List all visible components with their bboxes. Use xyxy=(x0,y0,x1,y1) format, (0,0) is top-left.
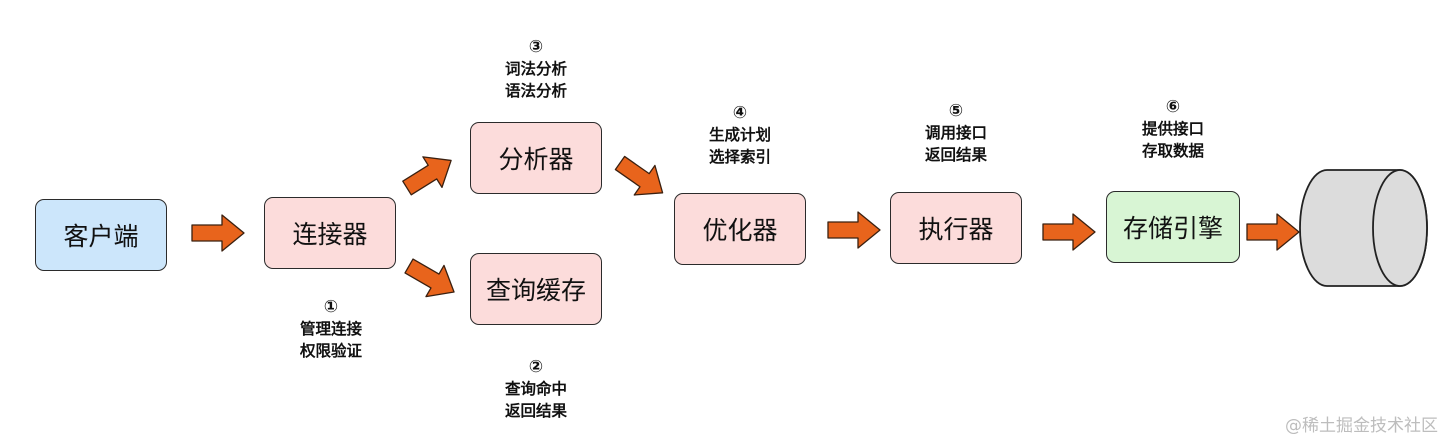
optimizer-note: ④ 生成计划 选择索引 xyxy=(690,102,790,168)
note-line: 存取数据 xyxy=(1141,142,1204,160)
analyzer-note: ③ 词法分析 语法分析 xyxy=(486,36,586,102)
note-line: 管理连接 xyxy=(299,320,362,338)
arrow-connector-to-cache xyxy=(399,249,464,309)
note-line: 生成计划 xyxy=(708,126,771,144)
arrow-storage-to-database xyxy=(1246,213,1300,251)
note-line: 返回结果 xyxy=(504,402,567,420)
client-label: 客户端 xyxy=(63,222,139,251)
executor-note: ⑤ 调用接口 返回结果 xyxy=(906,100,1006,166)
step-number-2: ② xyxy=(528,357,544,377)
step-number-5: ⑤ xyxy=(948,101,964,121)
note-line: 调用接口 xyxy=(924,124,987,142)
database-icon xyxy=(1299,169,1428,287)
note-line: 提供接口 xyxy=(1141,120,1204,138)
query-cache-label: 查询缓存 xyxy=(485,276,586,305)
optimizer-node: 优化器 xyxy=(674,193,806,265)
query-cache-node: 查询缓存 xyxy=(470,253,602,325)
optimizer-label: 优化器 xyxy=(702,216,778,245)
step-number-1: ① xyxy=(323,297,339,317)
step-number-6: ⑥ xyxy=(1165,97,1181,117)
watermark: @稀土掘金技术社区 xyxy=(1285,416,1438,436)
arrow-analyzer-to-optimizer xyxy=(609,147,674,209)
executor-node: 执行器 xyxy=(890,192,1022,264)
connector-label: 连接器 xyxy=(292,220,368,249)
arrow-connector-to-analyzer xyxy=(396,144,462,204)
arrow-client-to-connector xyxy=(191,214,245,252)
analyzer-node: 分析器 xyxy=(470,122,602,194)
executor-label: 执行器 xyxy=(918,215,994,244)
arrow-optimizer-to-executor xyxy=(827,211,881,249)
connector-node: 连接器 xyxy=(264,197,396,269)
cache-note: ② 查询命中 返回结果 xyxy=(486,356,586,422)
arrow-executor-to-storage xyxy=(1042,213,1096,251)
step-number-4: ④ xyxy=(732,103,748,123)
storage-engine-node: 存储引擎 xyxy=(1106,191,1240,263)
note-line: 语法分析 xyxy=(504,82,567,100)
note-line: 权限验证 xyxy=(299,342,362,360)
storage-engine-label: 存储引擎 xyxy=(1122,214,1223,243)
note-line: 词法分析 xyxy=(504,60,567,78)
note-line: 选择索引 xyxy=(708,148,771,166)
analyzer-label: 分析器 xyxy=(498,145,574,174)
note-line: 返回结果 xyxy=(924,146,987,164)
step-number-3: ③ xyxy=(528,37,544,57)
client-node: 客户端 xyxy=(35,199,167,271)
note-line: 查询命中 xyxy=(504,380,567,398)
storage-note: ⑥ 提供接口 存取数据 xyxy=(1123,96,1223,162)
connector-note: ① 管理连接 权限验证 xyxy=(281,296,381,362)
